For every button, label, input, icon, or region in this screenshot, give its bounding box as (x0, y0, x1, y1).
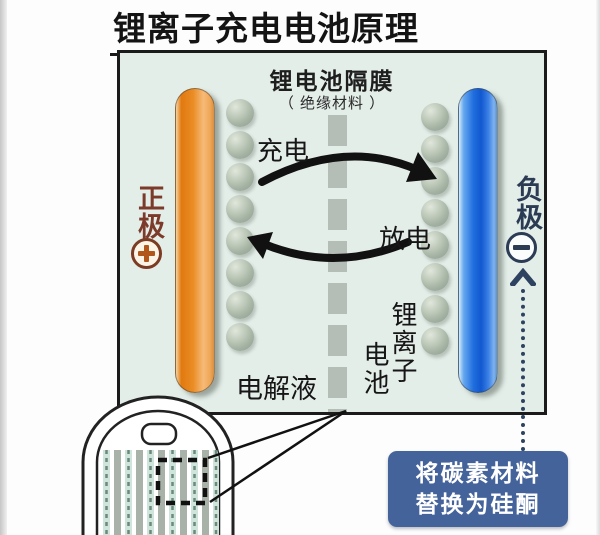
lithium-ion-ball (421, 263, 449, 291)
separator-membrane-dashes (328, 115, 347, 412)
left-edge-shade (0, 0, 7, 535)
lithium-ion-ball (226, 323, 254, 351)
dotted-connector-line-lower (521, 415, 525, 451)
cylindrical-battery-illustration (81, 395, 347, 535)
negative-electrode-label: 负极 (512, 175, 542, 231)
lithium-ion-ball (226, 195, 254, 223)
positive-electrode-label: 正极 (134, 184, 164, 240)
right-edge-shade (596, 0, 600, 535)
lithium-ion-ball (226, 131, 254, 159)
negative-electrode-bar (458, 88, 498, 393)
battery-terminal-nub (140, 422, 178, 446)
positive-electrode-bar (175, 88, 215, 393)
discharge-label: 放电 (379, 224, 432, 254)
page-title: 锂离子充电电池原理 (110, 2, 422, 56)
lithium-ion-ball (421, 199, 449, 227)
battery-name-right-column: 锂离子 (388, 301, 418, 385)
callout-line2: 替换为硅酮 (415, 491, 541, 517)
electrolyte-label: 电解液 (236, 374, 317, 404)
lithium-ion-ball (421, 135, 449, 163)
separator-sublabel: （ 绝缘材料 ） (278, 95, 386, 112)
battery-name-left-column: 电池 (360, 341, 390, 397)
charge-discharge-arrows (247, 152, 437, 262)
charge-label: 充电 (257, 136, 310, 166)
lithium-ion-ball (226, 291, 254, 319)
callout-line-top (207, 409, 347, 460)
zoom-highlight-rect (155, 457, 208, 506)
charge-arrowhead-icon (406, 152, 437, 182)
discharge-arrowhead-icon (247, 232, 273, 259)
plus-icon (131, 238, 162, 269)
lithium-ion-ball (226, 99, 254, 127)
callout-line1: 将碳素材料 (415, 460, 541, 486)
lithium-ion-ball (421, 327, 449, 355)
ion-column-right (421, 103, 449, 355)
minus-icon (506, 232, 537, 263)
ion-column-left (226, 99, 254, 351)
separator-label: 锂电池隔膜 (269, 68, 395, 94)
discharge-arrow-icon (260, 238, 412, 262)
lithium-ion-ball (421, 103, 449, 131)
lithium-ion-ball (226, 259, 254, 287)
lithium-ion-ball (226, 163, 254, 191)
dotted-connector-line-upper (521, 289, 525, 411)
charge-arrow-icon (258, 152, 422, 186)
lithium-ion-ball (421, 295, 449, 323)
callout-line-bottom (209, 409, 347, 504)
callout-box: 将碳素材料 替换为硅酮 (388, 451, 568, 527)
lithium-ion-ball (226, 227, 254, 255)
up-arrow-icon (510, 268, 536, 286)
lithium-ion-ball (421, 231, 449, 259)
battery-schematic-panel: 锂电池隔膜 （ 绝缘材料 ） 充电 放电 电解液 锂离子 电池 正极 负极 (117, 50, 547, 415)
